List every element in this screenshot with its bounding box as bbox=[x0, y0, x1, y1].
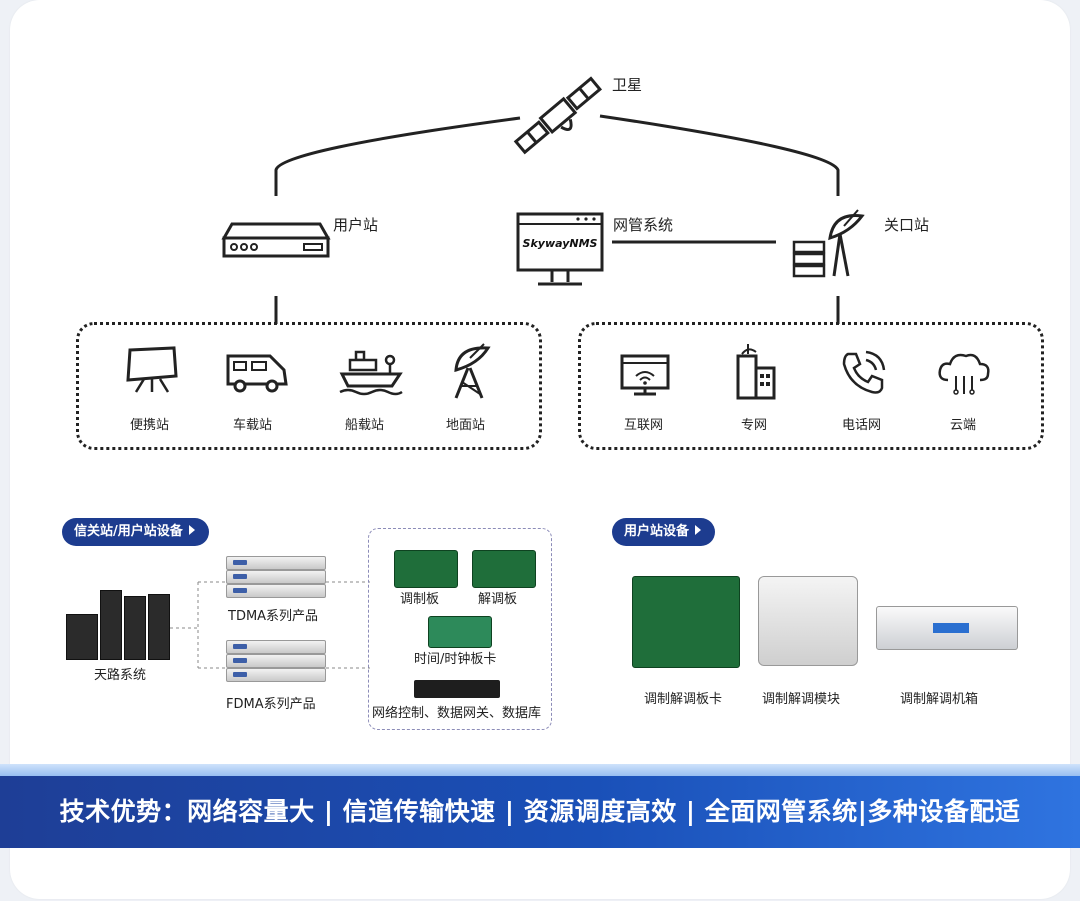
satellite-label: 卫星 bbox=[612, 76, 643, 94]
tdma-label: TDMA系列产品 bbox=[228, 609, 319, 624]
satellite-icon bbox=[513, 76, 603, 155]
modem-module-image bbox=[758, 576, 858, 666]
play-arrow-icon bbox=[188, 525, 195, 535]
nms-monitor-icon bbox=[516, 212, 604, 286]
modem-chassis-image bbox=[876, 606, 1018, 650]
gateway-equipment-pill-text: 信关站/用户站设备 bbox=[74, 524, 183, 539]
boards-group-box bbox=[368, 528, 552, 730]
ground-station-icon bbox=[454, 343, 491, 399]
fdma-rack-image bbox=[226, 640, 326, 684]
advantages-banner-text: 技术优势：网络容量大 | 信道传输快速 | 资源调度高效 | 全面网管系统|多种… bbox=[59, 797, 1021, 826]
demodulator-board-image bbox=[472, 550, 536, 588]
user-station-label: 用户站 bbox=[333, 216, 379, 234]
user-equipment-pill-text: 用户站设备 bbox=[624, 524, 690, 539]
clock-board-image bbox=[428, 616, 492, 648]
user-terminal-label: 车载站 bbox=[233, 418, 273, 433]
demodulator-board-label: 解调板 bbox=[478, 592, 518, 607]
gateway-dish-server-icon bbox=[792, 209, 865, 278]
ship-station-icon bbox=[339, 350, 403, 396]
chassis-display bbox=[933, 623, 969, 633]
private-network-icon bbox=[736, 344, 776, 400]
gateway-service-label: 云端 bbox=[950, 418, 977, 433]
server-image bbox=[414, 680, 500, 698]
equipment-connector-lines bbox=[170, 581, 370, 669]
gateway-service-label: 专网 bbox=[741, 418, 768, 433]
user-station-modem-icon bbox=[221, 222, 331, 258]
banner-highlight bbox=[0, 764, 1080, 778]
vehicle-station-icon bbox=[226, 354, 288, 393]
server-label: 网络控制、数据网关、数据库 bbox=[372, 706, 542, 721]
portable-station-icon bbox=[126, 346, 178, 393]
nms-screen-text: SkywayNMS bbox=[522, 237, 598, 250]
cloud-icon bbox=[938, 353, 990, 395]
modulator-board-image bbox=[394, 550, 458, 588]
user-equipment-label: 调制解调板卡 bbox=[644, 692, 723, 707]
user-equipment-pill: 用户站设备 bbox=[612, 518, 716, 546]
user-equipment-label: 调制解调模块 bbox=[762, 692, 841, 707]
user-terminal-label: 地面站 bbox=[446, 418, 486, 433]
line-satellite-to-user-station bbox=[274, 116, 521, 196]
gateway-service-label: 互联网 bbox=[624, 418, 664, 433]
antenna-system-image bbox=[66, 590, 170, 660]
phone-network-icon bbox=[842, 350, 886, 394]
network-connector-lines bbox=[274, 114, 840, 324]
user-terminals-box bbox=[76, 322, 542, 450]
modem-board-image bbox=[632, 576, 740, 668]
nms-label: 网管系统 bbox=[613, 216, 674, 234]
gateway-service-label: 电话网 bbox=[842, 418, 882, 433]
fdma-label: FDMA系列产品 bbox=[226, 697, 316, 712]
antenna-system-label: 天路系统 bbox=[94, 668, 147, 683]
gateway-equipment-pill: 信关站/用户站设备 bbox=[62, 518, 209, 546]
user-equipment-label: 调制解调机箱 bbox=[900, 692, 979, 707]
gateway-services-box bbox=[578, 322, 1044, 450]
advantages-banner bbox=[0, 776, 1080, 848]
clock-board-label: 时间/时钟板卡 bbox=[414, 652, 497, 667]
line-satellite-to-gateway bbox=[599, 114, 840, 196]
tdma-rack-image bbox=[226, 556, 326, 600]
internet-icon bbox=[620, 354, 670, 396]
play-arrow-icon bbox=[695, 525, 702, 535]
user-terminal-label: 船载站 bbox=[345, 418, 385, 433]
gateway-label: 关口站 bbox=[884, 216, 930, 234]
modulator-board-label: 调制板 bbox=[400, 592, 440, 607]
user-terminal-label: 便携站 bbox=[130, 418, 170, 433]
